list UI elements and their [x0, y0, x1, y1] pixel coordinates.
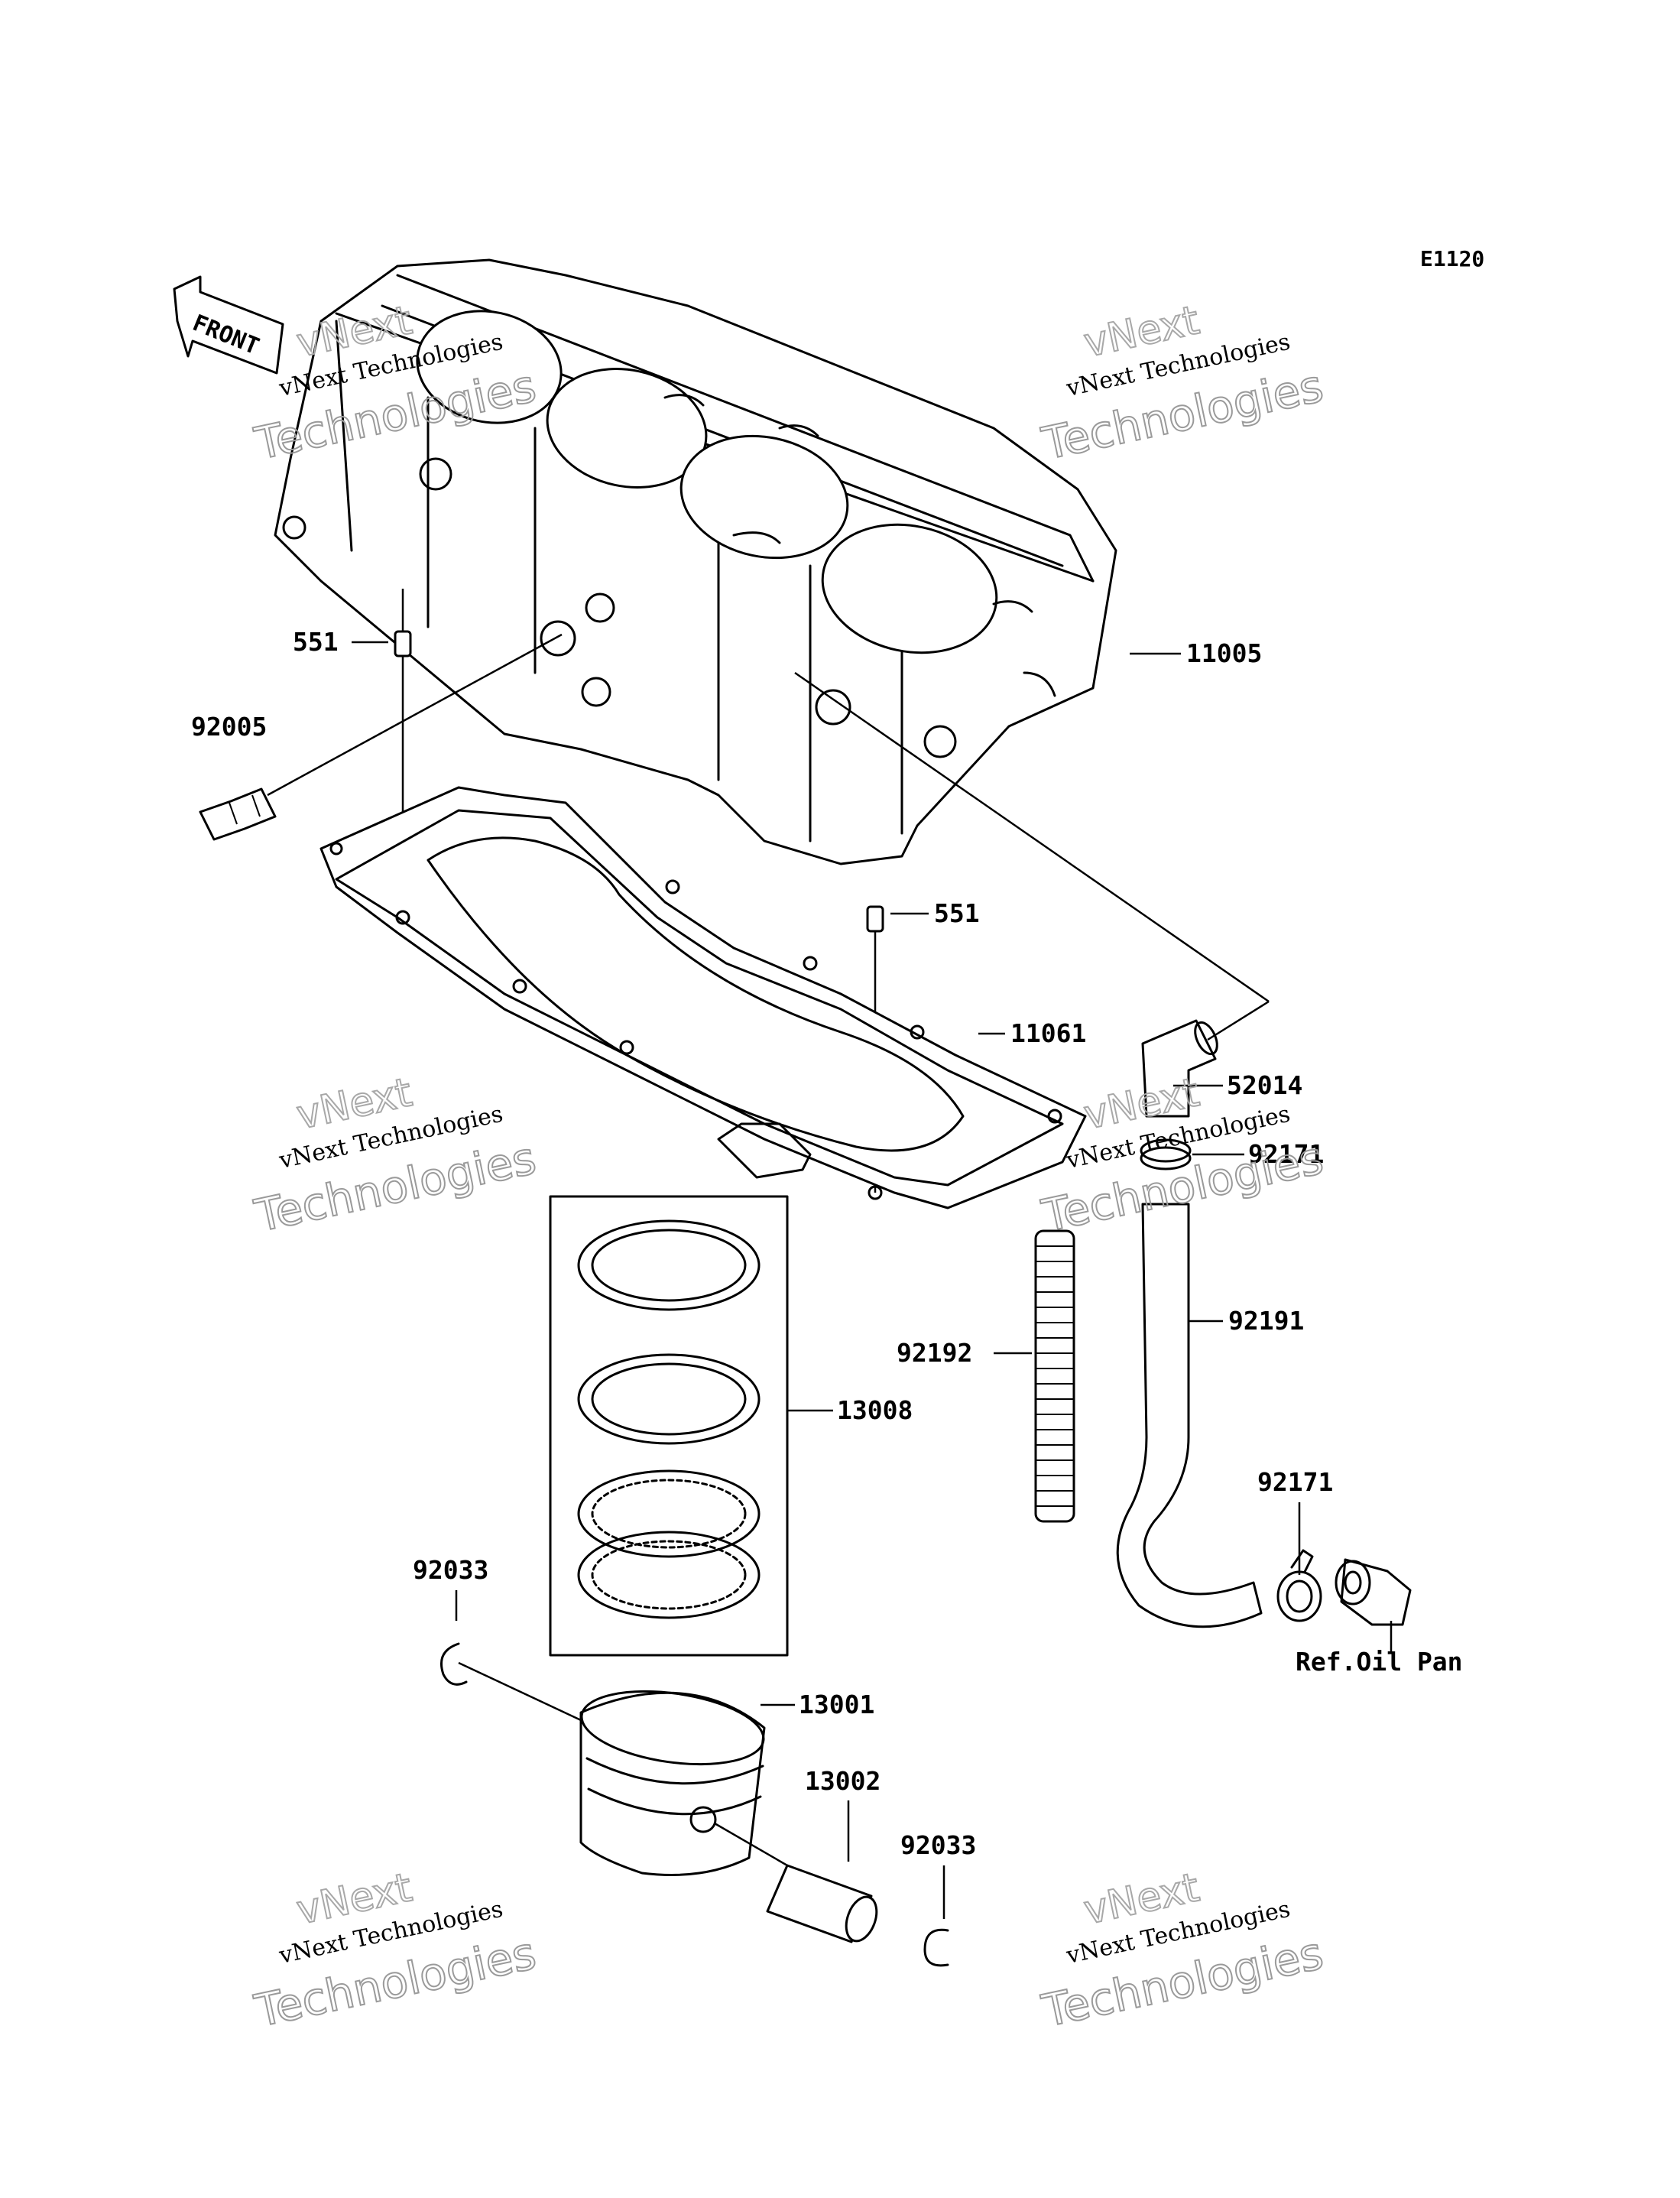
cylinder-block — [274, 258, 1117, 865]
label-13008: 13008 — [837, 1395, 913, 1425]
diagram-code: E1120 — [1420, 246, 1484, 271]
label-13001: 13001 — [799, 1690, 874, 1719]
watermark-top-right: vNext vNext Technologies Technologies — [1036, 297, 1328, 470]
hose-92191 — [1116, 1203, 1263, 1628]
label-92171-top: 92171 — [1248, 1139, 1324, 1169]
label-92192: 92192 — [897, 1338, 972, 1368]
label-92033-left: 92033 — [413, 1555, 488, 1585]
label-92033-right: 92033 — [900, 1830, 976, 1860]
watermark-middle-left: vNext vNext Technologies Technologies — [249, 1069, 541, 1242]
label-92171-bottom: 92171 — [1257, 1467, 1333, 1497]
hose-clamp-top — [1140, 1138, 1192, 1170]
label-92191: 92191 — [1228, 1306, 1304, 1336]
ref-oil-pan-note: Ref.Oil Pan — [1296, 1647, 1463, 1677]
leader-lines — [352, 641, 1393, 1919]
label-52014: 52014 — [1227, 1070, 1302, 1100]
piston-ring-set — [549, 1195, 789, 1657]
fitting-92005 — [199, 633, 563, 841]
label-92005: 92005 — [191, 712, 267, 742]
watermark-bottom-left: vNext vNext Technologies Technologies — [249, 1864, 541, 2037]
circlip-left — [440, 1642, 582, 1722]
front-arrow-icon: FRONT — [173, 275, 284, 375]
label-551-left: 551 — [293, 627, 339, 657]
label-13002: 13002 — [805, 1766, 881, 1796]
circlip-right — [923, 1928, 949, 1967]
elbow-fitting-52014 — [794, 671, 1270, 1118]
label-11061: 11061 — [1010, 1018, 1086, 1048]
label-11005: 11005 — [1186, 638, 1262, 668]
label-551-right: 551 — [934, 898, 980, 928]
breather-hose-92192 — [1034, 1229, 1075, 1523]
head-gasket — [319, 786, 1087, 1209]
oil-pan-fitting — [1335, 1558, 1412, 1626]
watermark-bottom-right: vNext vNext Technologies Technologies — [1036, 1864, 1328, 2037]
piston — [579, 1690, 766, 1876]
piston-pin — [714, 1822, 878, 1943]
